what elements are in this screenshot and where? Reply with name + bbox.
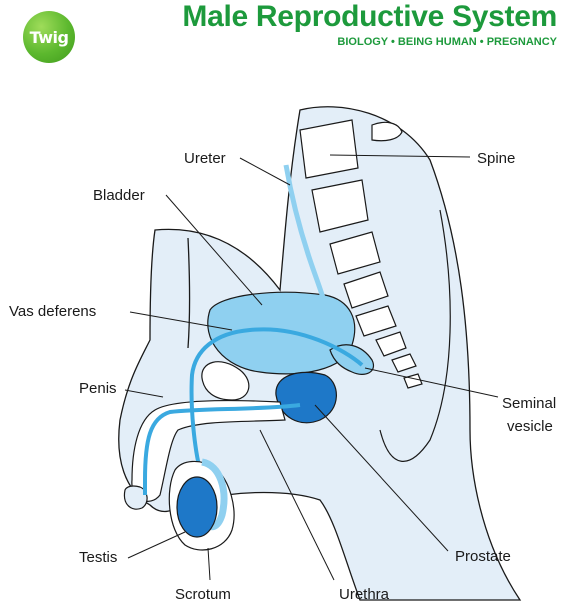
label-spine: Spine xyxy=(477,150,515,167)
label-bladder: Bladder xyxy=(93,187,145,204)
testis xyxy=(177,477,217,537)
label-prostate: Prostate xyxy=(455,548,511,565)
label-seminal-vesicle-1: Seminal xyxy=(502,395,556,412)
label-testis: Testis xyxy=(79,549,117,566)
label-scrotum: Scrotum xyxy=(175,586,231,603)
label-ureter: Ureter xyxy=(184,150,226,167)
label-penis: Penis xyxy=(79,380,117,397)
label-vas-deferens: Vas deferens xyxy=(9,303,96,320)
label-seminal-vesicle-2: vesicle xyxy=(507,418,553,435)
label-urethra: Urethra xyxy=(339,586,390,603)
